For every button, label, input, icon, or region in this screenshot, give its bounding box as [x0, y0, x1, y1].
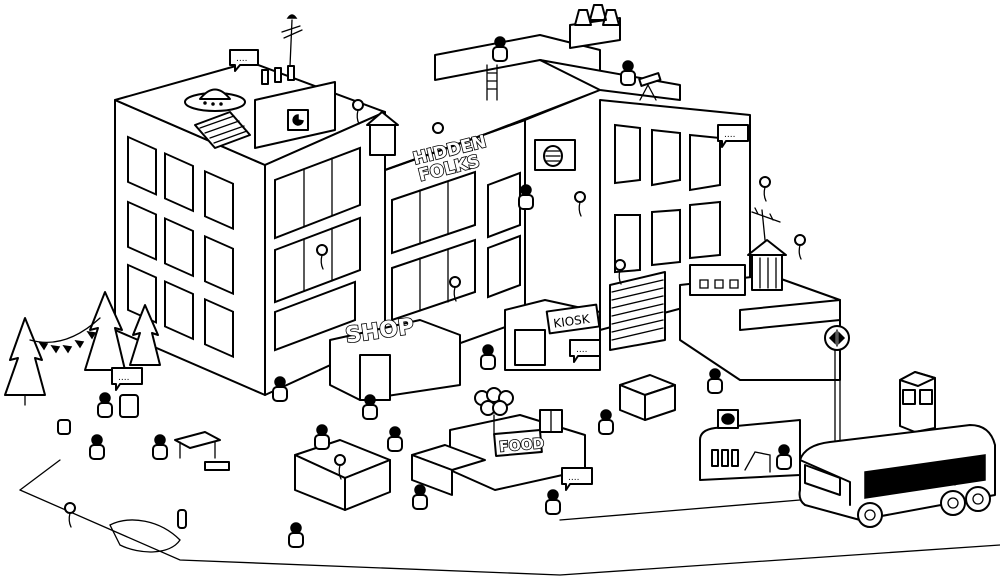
- folk: [314, 424, 330, 450]
- street: [19, 459, 1000, 576]
- food-sign[interactable]: FOOD: [493, 429, 546, 457]
- ufo-icon[interactable]: [184, 88, 246, 112]
- left-front-windows: [274, 146, 361, 352]
- folks[interactable]: [89, 36, 792, 548]
- balloons[interactable]: [64, 99, 806, 528]
- folk: [272, 376, 288, 402]
- ticket-booth: [699, 409, 801, 481]
- folk: [412, 484, 428, 510]
- telescope-icon[interactable]: [638, 72, 662, 101]
- phone-booth-icon[interactable]: [899, 371, 936, 433]
- folk: [598, 409, 614, 435]
- food-sign-text: FOOD: [499, 436, 545, 456]
- pennant-flags-icon: [29, 317, 101, 354]
- folk: [620, 60, 636, 86]
- balloon-bunch-icon[interactable]: [474, 387, 514, 436]
- speech-bubble[interactable]: ....: [717, 124, 749, 148]
- bench: [174, 431, 230, 471]
- trees: [4, 291, 161, 406]
- speech-bubble[interactable]: ....: [111, 367, 143, 391]
- folk: [288, 522, 304, 548]
- speech-bubble[interactable]: ....: [229, 49, 259, 72]
- folk: [776, 444, 792, 470]
- svg-text:....: ....: [724, 130, 735, 140]
- svg-text:....: ....: [568, 473, 579, 483]
- cart-right: [619, 374, 676, 421]
- folk: [152, 434, 168, 460]
- folk: [89, 434, 105, 460]
- trash-bin: [57, 394, 139, 435]
- billboard: [254, 14, 336, 149]
- folk: [97, 392, 113, 418]
- folk: [492, 36, 508, 62]
- shop-stall: [329, 319, 461, 401]
- folk: [387, 426, 403, 452]
- speech-bubble[interactable]: ....: [569, 339, 601, 363]
- svg-text:....: ....: [576, 345, 587, 355]
- kiosk-sign[interactable]: KIOSK: [545, 303, 601, 335]
- water-tower-icon[interactable]: [747, 239, 787, 291]
- kiosk-sign-text: KIOSK: [552, 312, 591, 331]
- bus-icon[interactable]: [798, 424, 996, 528]
- middle-building: [384, 89, 601, 371]
- left-side-windows: [127, 135, 234, 359]
- folk: [480, 344, 496, 370]
- market-stall-center: [411, 444, 486, 496]
- tv-antenna-icon: [751, 207, 781, 241]
- folk: [707, 368, 723, 394]
- water-tower-small: [366, 111, 399, 156]
- svg-text:....: ....: [236, 54, 247, 64]
- svg-text:....: ....: [118, 373, 129, 383]
- folk: [518, 184, 534, 210]
- one-way-sign-icon[interactable]: [824, 325, 850, 441]
- folk: [362, 394, 378, 420]
- market-stall-left: [294, 439, 391, 511]
- speech-bubble[interactable]: ....: [561, 467, 593, 491]
- hydrant: [177, 509, 187, 529]
- folk: [545, 489, 561, 515]
